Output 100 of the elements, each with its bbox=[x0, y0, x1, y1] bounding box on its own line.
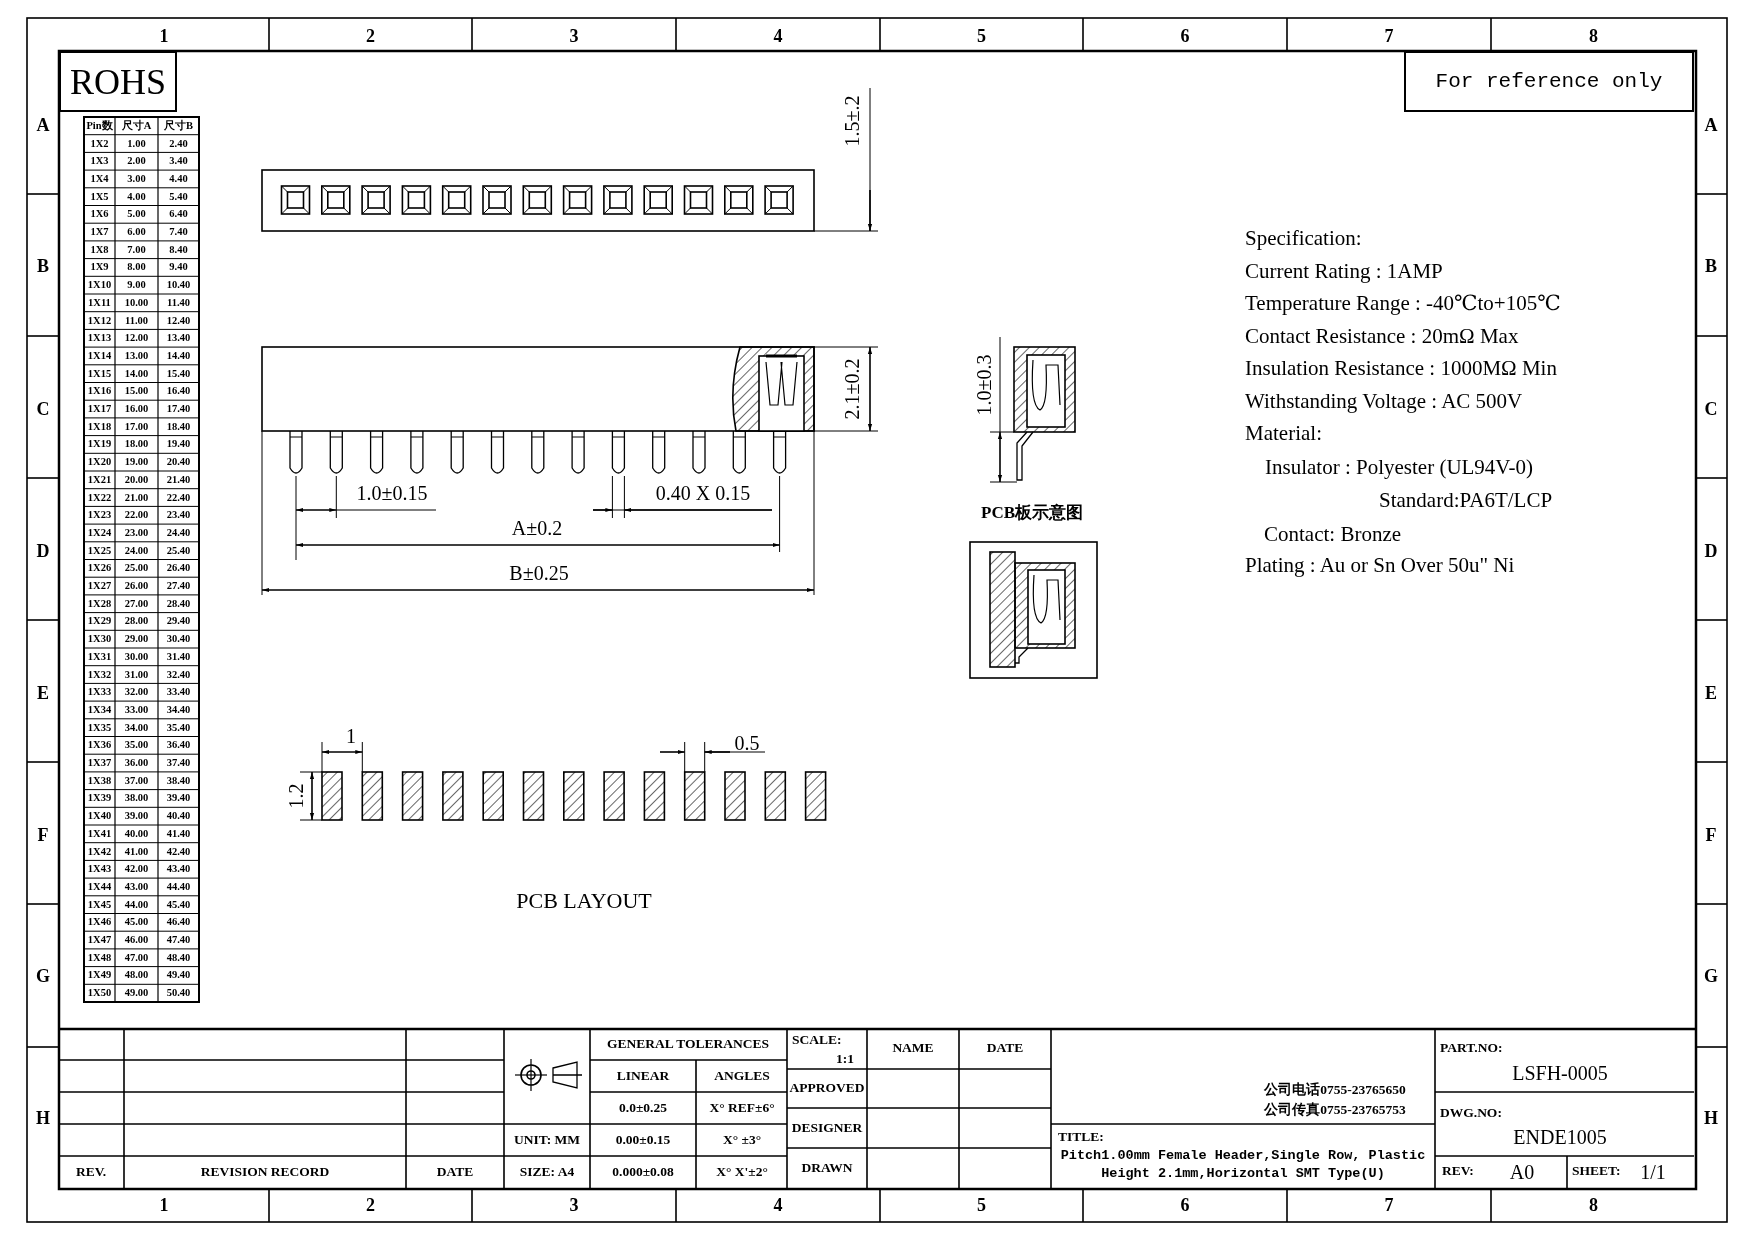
title-block-text: 0.00±0.15 bbox=[615, 1133, 671, 1147]
table-entry: 1X47 bbox=[87, 934, 112, 946]
table-entry: 1X42 bbox=[87, 846, 112, 857]
dimension-text: 1.0±0.15 bbox=[356, 483, 428, 503]
table-entry: 28.40 bbox=[166, 598, 191, 609]
table-entry: 16.40 bbox=[166, 386, 191, 397]
table-entry: 21.00 bbox=[124, 492, 149, 503]
table-entry: 1X2 bbox=[90, 138, 109, 149]
table-entry: 1X3 bbox=[90, 156, 109, 167]
table-entry: 12.00 bbox=[124, 333, 149, 344]
table-entry: 1X10 bbox=[87, 279, 112, 291]
table-entry: 19.00 bbox=[124, 456, 149, 468]
grid-reference: 8 bbox=[1589, 1196, 1598, 1214]
title-block-text: DRAWN bbox=[801, 1161, 853, 1175]
table-entry: 1X21 bbox=[87, 474, 112, 486]
table-entry: 1X27 bbox=[87, 580, 112, 592]
table-entry: 4.00 bbox=[127, 191, 146, 202]
grid-reference: 7 bbox=[1384, 27, 1394, 45]
table-entry: 48.00 bbox=[124, 970, 149, 981]
table-entry: 1X40 bbox=[87, 810, 112, 822]
table-entry: 45.40 bbox=[166, 899, 191, 910]
table-entry: 27.40 bbox=[166, 580, 191, 592]
table-entry: 31.40 bbox=[166, 651, 191, 663]
table-entry: 50.40 bbox=[166, 987, 191, 999]
table-entry: 1X17 bbox=[87, 403, 112, 415]
table-entry: 45.00 bbox=[124, 917, 149, 928]
table-entry: 20.40 bbox=[166, 456, 191, 468]
table-entry: 1X13 bbox=[87, 333, 112, 344]
table-entry: 1X28 bbox=[87, 598, 112, 609]
dimension-text: 1.2 bbox=[286, 783, 306, 809]
spec-line: Contact: Bronze bbox=[1264, 523, 1402, 545]
table-entry: 47.40 bbox=[166, 934, 191, 946]
grid-reference: F bbox=[1705, 826, 1717, 844]
table-entry: 40.40 bbox=[166, 810, 191, 822]
table-entry: 1X23 bbox=[87, 510, 112, 521]
table-entry: 1X37 bbox=[87, 757, 112, 769]
dimension-text: 1 bbox=[346, 726, 356, 746]
table-entry: 18.40 bbox=[166, 421, 191, 432]
table-entry: 1X24 bbox=[87, 527, 112, 539]
title-block-text: SIZE: A4 bbox=[519, 1165, 575, 1179]
table-entry: 1X25 bbox=[87, 545, 112, 556]
table-entry: 1X16 bbox=[87, 386, 112, 397]
table-entry: 19.40 bbox=[166, 439, 191, 450]
table-entry: 49.00 bbox=[124, 987, 149, 999]
title-block-text: NAME bbox=[892, 1041, 934, 1055]
table-entry: 15.00 bbox=[124, 386, 149, 397]
table-entry: 22.00 bbox=[124, 510, 149, 521]
table-entry: 25.40 bbox=[166, 545, 191, 556]
title-block-text: DWG.NO: bbox=[1440, 1106, 1502, 1120]
table-entry: 34.40 bbox=[166, 704, 191, 716]
title-block-text: APPROVED bbox=[789, 1081, 865, 1095]
table-entry: 1X35 bbox=[87, 722, 112, 733]
table-entry: 34.00 bbox=[124, 722, 149, 733]
table-entry: 44.00 bbox=[124, 899, 149, 910]
table-entry: 1X46 bbox=[87, 917, 112, 928]
spec-line: Current Rating : 1AMP bbox=[1245, 260, 1443, 282]
table-entry: 1X36 bbox=[87, 740, 112, 751]
title-block-value: ENDE1005 bbox=[1513, 1127, 1607, 1147]
table-entry: 27.00 bbox=[124, 598, 149, 609]
table-entry: 21.40 bbox=[166, 474, 191, 486]
table-entry: 10.00 bbox=[124, 297, 149, 309]
grid-reference: B bbox=[1705, 257, 1717, 275]
title-block-text: TITLE: bbox=[1058, 1130, 1104, 1144]
table-entry: 12.40 bbox=[166, 315, 191, 326]
grid-reference: G bbox=[36, 967, 50, 985]
title-block-value: A0 bbox=[1509, 1162, 1535, 1182]
title-block-text: DATE bbox=[436, 1165, 474, 1179]
table-entry: 22.40 bbox=[166, 492, 191, 503]
grid-reference: 6 bbox=[1180, 27, 1190, 45]
table-entry: 1X11 bbox=[88, 297, 111, 309]
table-entry: 13.40 bbox=[166, 333, 191, 344]
grid-reference: 4 bbox=[773, 1196, 783, 1214]
table-entry: 38.00 bbox=[124, 793, 149, 804]
table-entry: 1X8 bbox=[90, 244, 109, 255]
grid-reference: 5 bbox=[977, 1196, 986, 1214]
title-block-text: REV: bbox=[1442, 1164, 1474, 1178]
table-entry: 43.40 bbox=[166, 864, 191, 875]
table-entry: 11.40 bbox=[167, 297, 190, 309]
table-entry: 1X43 bbox=[87, 864, 112, 875]
table-entry: 43.00 bbox=[124, 881, 149, 893]
table-entry: 11.00 bbox=[125, 315, 148, 326]
table-entry: 8.00 bbox=[127, 262, 146, 273]
table-entry: 1X26 bbox=[87, 563, 112, 574]
dimension-text: 1.5±.2 bbox=[842, 95, 862, 147]
title-block-text: SCALE: bbox=[792, 1033, 842, 1047]
table-entry: 37.40 bbox=[166, 757, 191, 769]
table-entry: 26.00 bbox=[124, 580, 149, 592]
table-entry: 1X12 bbox=[87, 315, 112, 326]
spec-line: Specification: bbox=[1245, 227, 1362, 249]
grid-reference: B bbox=[37, 257, 49, 275]
table-entry: 42.00 bbox=[124, 864, 149, 875]
title-block-text: PART.NO: bbox=[1440, 1041, 1503, 1055]
table-entry: 2.00 bbox=[127, 156, 146, 167]
spec-line: Insulator : Polyester (UL94V-0) bbox=[1265, 456, 1534, 478]
grid-reference: D bbox=[36, 542, 50, 560]
table-entry: 18.00 bbox=[124, 439, 149, 450]
table-entry: 33.00 bbox=[124, 704, 149, 716]
table-entry: 3.00 bbox=[127, 173, 146, 185]
spec-line: Withstanding Voltage : AC 500V bbox=[1245, 390, 1523, 412]
table-entry: 40.00 bbox=[124, 828, 149, 840]
